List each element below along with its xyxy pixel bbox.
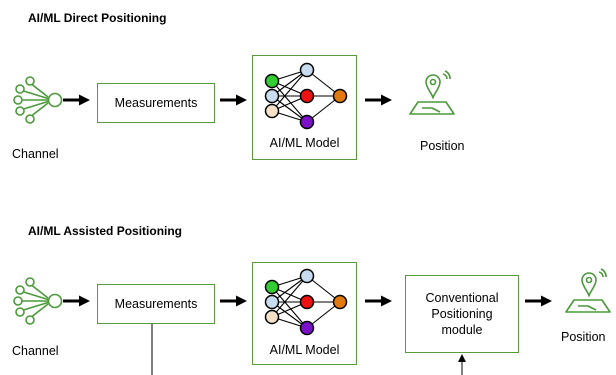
direct-model-label: AI/ML Model: [269, 136, 340, 150]
assisted-section-title: AI/ML Assisted Positioning: [28, 224, 183, 238]
arrow-right-icon: [220, 94, 247, 106]
arrow-right-icon: [63, 295, 90, 307]
direct-model-box: AI/ML Model: [252, 55, 357, 160]
measurements-down-connector: [151, 324, 153, 375]
neural-network-icon: [264, 268, 348, 336]
assisted-measurements-box: Measurements: [97, 284, 215, 324]
conventional-positioning-box: Conventional Positioning module: [405, 275, 519, 353]
conventional-line-3: module: [441, 323, 483, 337]
arrow-right-icon: [63, 94, 90, 106]
antenna-channel-icon: [13, 76, 63, 124]
assisted-channel-label: Channel: [12, 344, 59, 358]
arrow-right-icon: [220, 295, 247, 307]
arrow-right-icon: [525, 295, 552, 307]
antenna-channel-icon: [13, 277, 63, 325]
assisted-position-label: Position: [561, 330, 606, 344]
assisted-model-box: AI/ML Model: [252, 262, 357, 365]
assisted-measurements-label: Measurements: [114, 297, 198, 311]
neural-network-icon: [264, 62, 348, 130]
map-pin-icon: [409, 70, 455, 115]
up-arrow-connector: [458, 354, 466, 375]
direct-channel-label: Channel: [12, 147, 59, 161]
direct-section-title: AI/ML Direct Positioning: [28, 11, 167, 25]
assisted-model-label: AI/ML Model: [269, 343, 340, 357]
conventional-line-2: Positioning: [431, 307, 493, 321]
direct-measurements-box: Measurements: [97, 83, 215, 123]
conventional-line-1: Conventional: [425, 291, 499, 305]
direct-measurements-label: Measurements: [114, 96, 198, 110]
direct-position-label: Position: [420, 139, 465, 153]
map-pin-icon: [565, 268, 611, 313]
arrow-right-icon: [365, 295, 392, 307]
arrow-right-icon: [365, 94, 392, 106]
